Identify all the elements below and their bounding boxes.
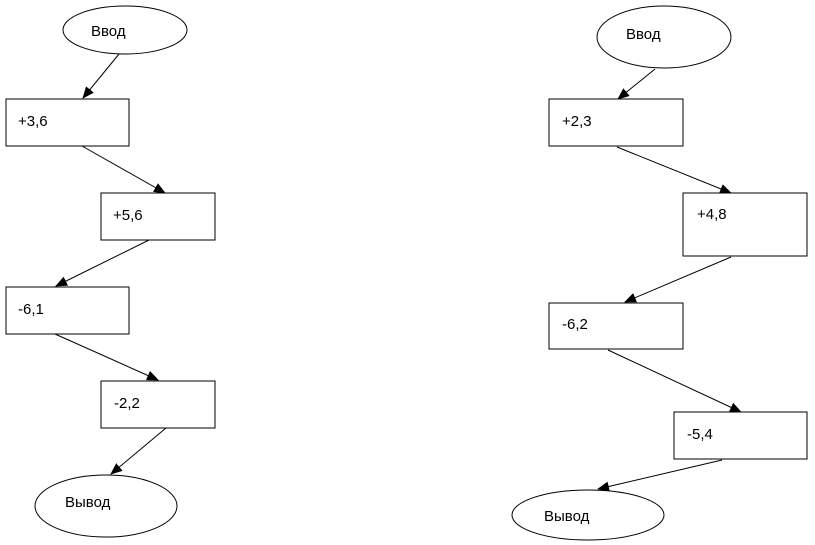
step-label-4: -2,2 <box>114 395 140 412</box>
step-box-2 <box>100 192 216 241</box>
end-label: Вывод <box>544 508 590 525</box>
step-label-3: -6,1 <box>18 301 44 318</box>
step-label-1: +2,3 <box>562 113 592 130</box>
step-label-1: +3,6 <box>18 113 48 130</box>
arrow-step-3-to-step-4 <box>54 333 159 381</box>
step-label-3: -6,2 <box>562 316 588 333</box>
step-box-2 <box>682 192 808 257</box>
flowchart-left: Ввод +3,6 +5,6 -6,1 -2,2 Вывод <box>5 5 216 538</box>
arrow-step-2-to-step-3 <box>55 239 150 287</box>
start-ellipse <box>596 5 732 69</box>
end-ellipse <box>34 474 178 538</box>
arrow-step-3-to-step-4 <box>607 349 742 413</box>
step-box-4 <box>673 411 808 460</box>
end-ellipse <box>511 489 665 541</box>
arrow-step-1-to-step-2 <box>616 146 732 194</box>
arrow-step-4-to-end <box>110 427 167 475</box>
step-box-3 <box>548 302 684 350</box>
step-box-1 <box>5 98 130 147</box>
step-label-2: +5,6 <box>113 207 143 224</box>
arrow-step-1-to-step-2 <box>81 145 166 194</box>
start-label: Ввод <box>626 26 661 43</box>
step-box-3 <box>5 286 130 335</box>
step-box-4 <box>100 380 216 429</box>
arrow-start-to-step-1 <box>82 53 120 99</box>
arrow-start-to-step-1 <box>617 68 656 100</box>
step-label-2: +4,8 <box>697 206 727 223</box>
step-box-1 <box>548 98 684 147</box>
flowchart-right: Ввод +2,3 +4,8 -6,2 -5,4 Вывод <box>511 5 808 541</box>
end-label: Вывод <box>65 494 111 511</box>
start-ellipse <box>62 5 188 55</box>
arrow-step-4-to-end <box>597 459 723 492</box>
step-label-4: -5,4 <box>687 426 713 443</box>
arrow-step-2-to-step-3 <box>624 256 732 303</box>
start-label: Ввод <box>91 23 126 40</box>
